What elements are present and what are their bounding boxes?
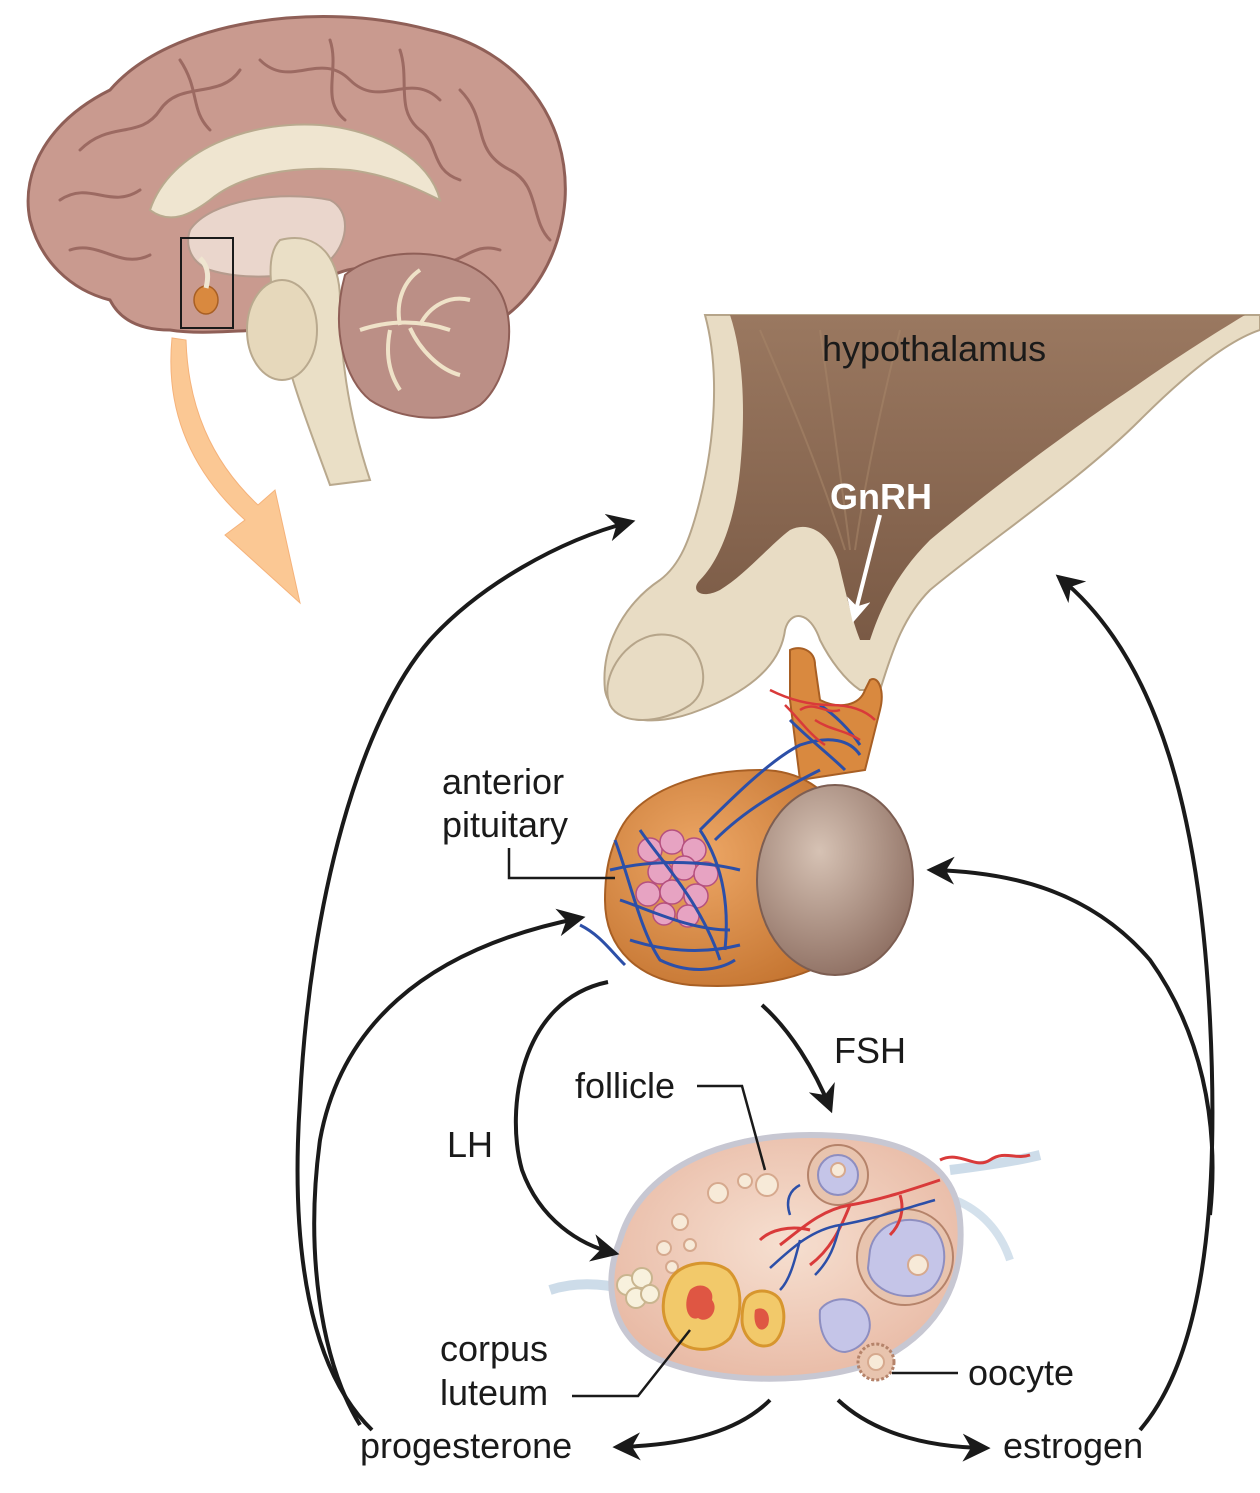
fsh-arrow xyxy=(760,1003,835,1114)
primary-follicles xyxy=(656,1173,779,1274)
oocyte-label: oocyte xyxy=(968,1352,1075,1393)
hypothalamus-inner xyxy=(696,315,1245,640)
corpus-luteum-leader xyxy=(572,1329,691,1398)
small-pituitary xyxy=(193,285,219,315)
optic-chiasm xyxy=(606,633,705,721)
ruptured-follicle xyxy=(818,1298,871,1354)
hormone-arrows xyxy=(295,514,1215,1462)
anterior-pituitary-leader xyxy=(507,848,615,880)
gnrh-label: GnRH xyxy=(830,476,932,517)
progesterone-to-pituitary-arrow xyxy=(312,908,586,1427)
anterior-pituitary-label-line2: pituitary xyxy=(442,804,569,845)
progesterone-label: progesterone xyxy=(360,1425,573,1466)
gnrh-arrow xyxy=(847,514,882,623)
ovary-illustration xyxy=(548,1131,1042,1382)
cerebellum xyxy=(338,252,511,419)
hypothalamus-illustration xyxy=(603,314,1260,722)
estrogen-label: estrogen xyxy=(1003,1425,1144,1466)
corpus-albicans xyxy=(616,1267,660,1309)
anterior-pituitary-label-line1: anterior xyxy=(442,761,565,802)
pituitary-gland xyxy=(579,647,914,987)
pituitary-highlight-box xyxy=(180,237,234,329)
posterior-pituitary-lobe xyxy=(756,784,914,976)
ovary-to-progesterone-arrow xyxy=(612,1398,772,1461)
lh-arrow xyxy=(513,980,620,1262)
corpus-luteum-label-line1: corpus xyxy=(440,1328,549,1369)
ovary-blue-vessels xyxy=(769,1183,936,1291)
estrogen-to-pituitary-arrow xyxy=(926,856,1215,1216)
lh-label: LH xyxy=(447,1124,494,1165)
leader-lines xyxy=(507,848,958,1398)
ovary-red-vessels xyxy=(758,1178,941,1267)
follicle-label: follicle xyxy=(575,1065,676,1106)
zoom-pointer-arrow xyxy=(170,337,301,605)
brain-folds xyxy=(58,38,552,265)
ovary-to-estrogen-arrow xyxy=(836,1398,991,1462)
arbor-vitae xyxy=(359,268,471,392)
corpus-luteum-label-line2: luteum xyxy=(440,1372,549,1413)
corpus-callosum xyxy=(148,123,442,219)
pons xyxy=(246,279,318,381)
portal-blue-vessels xyxy=(579,703,862,971)
hypothalamus-label: hypothalamus xyxy=(822,328,1047,369)
progesterone-to-hypothalamus-arrow xyxy=(295,514,636,1432)
portal-red-vessels xyxy=(769,688,876,747)
pituitary-stalk xyxy=(789,647,883,782)
follicle-leader xyxy=(697,1084,767,1171)
fsh-label: FSH xyxy=(834,1030,906,1071)
brain-illustration xyxy=(26,15,567,487)
estrogen-to-hypothalamus-arrow xyxy=(1055,574,1215,1432)
